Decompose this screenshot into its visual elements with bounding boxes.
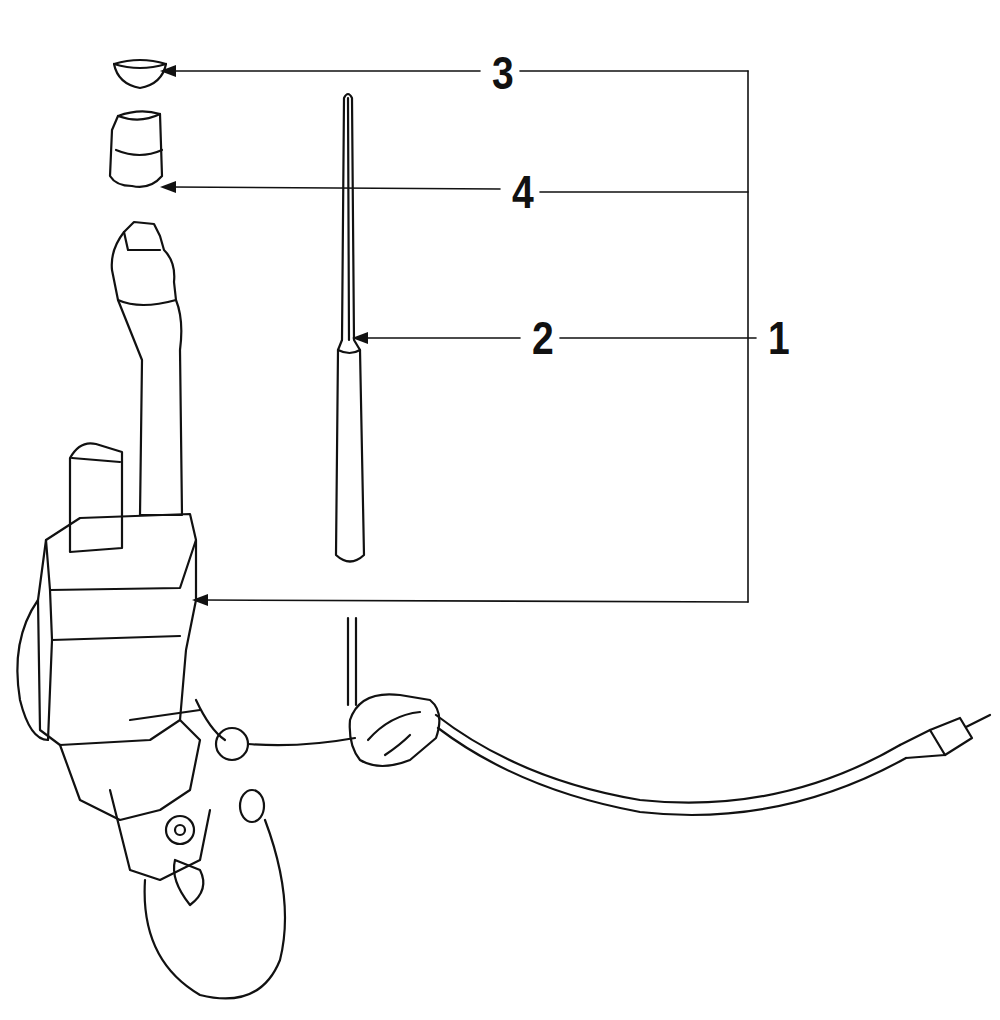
- callout-number: 3: [489, 50, 516, 96]
- lead-cable: [436, 715, 990, 815]
- collar: [110, 111, 162, 186]
- motor-assembly: [17, 222, 355, 998]
- leader-lines: [172, 71, 756, 602]
- arrowheads: [160, 65, 368, 606]
- lower-rod: [348, 618, 356, 705]
- callout-number: 2: [529, 315, 556, 361]
- callout-number: 1: [765, 315, 792, 361]
- cap: [114, 60, 166, 88]
- mast: [336, 94, 364, 562]
- callout-number: 4: [509, 169, 536, 215]
- grommet: [350, 694, 440, 766]
